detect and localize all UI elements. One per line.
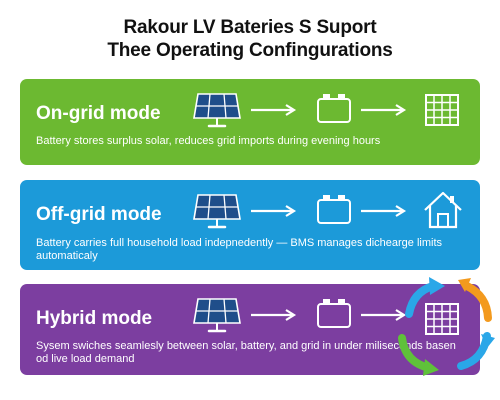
page-title: Rakour LV Bateries S Suport Thee Operati… (0, 16, 500, 62)
off-grid-title: Off-grid mode (36, 204, 162, 225)
on-grid-description: Battery stores surplus solar, reduces gr… (36, 135, 381, 147)
hybrid-title: Hybrid mode (36, 308, 153, 329)
battery-icon (317, 195, 351, 224)
battery-icon (317, 94, 351, 123)
arrow-right-icon (251, 104, 297, 116)
hybrid-description: Sysem swiches seamlesly between solar, b… (36, 340, 456, 365)
solar-panel-icon (193, 298, 241, 333)
title-line-2: Thee Operating Confingurations (107, 40, 393, 61)
solar-panel-icon (193, 194, 241, 229)
arrow-right-icon (361, 104, 407, 116)
off-grid-description: Battery carries full household load inde… (36, 237, 442, 262)
arrow-right-icon (361, 205, 407, 217)
on-grid-card: On-grid mode Battery stores surplus sola… (20, 79, 480, 165)
battery-icon (317, 299, 351, 328)
title-line-1: Rakour LV Bateries S Suport (123, 17, 377, 38)
off-grid-card: Off-grid mode Battery carries full house… (20, 180, 480, 270)
hybrid-card: Hybrid mode Sysem swiches seamlesly betw… (20, 284, 480, 375)
cycle-arrows-icon (398, 277, 495, 376)
solar-panel-icon (193, 93, 241, 128)
grid-icon (425, 303, 459, 335)
arrow-right-icon (361, 309, 407, 321)
on-grid-title: On-grid mode (36, 103, 161, 124)
arrow-right-icon (251, 205, 297, 217)
house-icon (424, 191, 462, 229)
arrow-right-icon (251, 309, 297, 321)
grid-icon (425, 94, 459, 126)
